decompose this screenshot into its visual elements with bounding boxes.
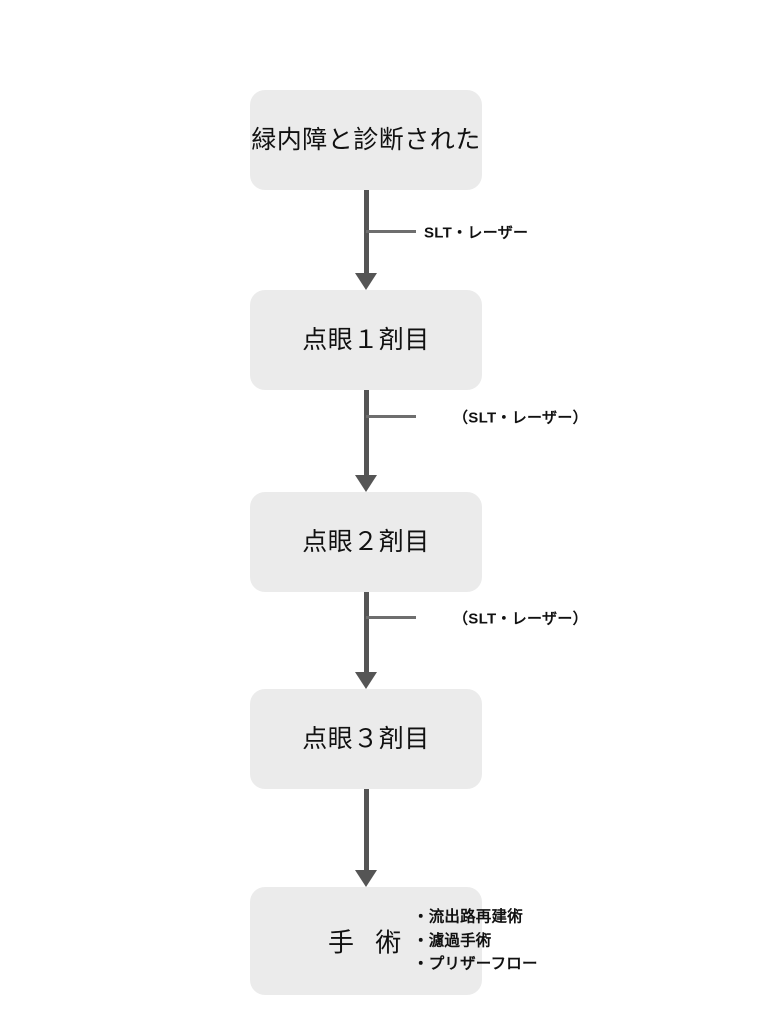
edge-tick-line: [366, 616, 416, 619]
list-item: ・濾過手術: [413, 932, 492, 950]
flow-node-label: 緑内障と診断された: [251, 126, 481, 154]
surgery-node-content: 手 術 ・流出路再建術 ・濾過手術 ・プリザーフロー: [250, 887, 537, 995]
flow-edge-label: （SLT・レーザー）: [453, 409, 588, 427]
edge-tick-line: [366, 230, 416, 233]
flow-node-eyedrop-2: 点眼２剤目: [250, 492, 482, 592]
flow-node-label: 点眼２剤目: [302, 528, 430, 556]
flow-node-eyedrop-3: 点眼３剤目: [250, 689, 482, 789]
flow-edge-drop1-to-drop2: （SLT・レーザー）: [0, 390, 768, 492]
arrow-head-icon: [355, 870, 377, 887]
flow-node-diagnosis: 緑内障と診断された: [250, 90, 482, 190]
flow-edge-diagnosis-to-drop1: SLT・レーザー: [0, 190, 768, 290]
arrow-stem: [364, 789, 369, 870]
flow-node-label: 点眼１剤目: [302, 326, 430, 354]
arrow-head-icon: [355, 475, 377, 492]
edge-tick-line: [366, 415, 416, 418]
flow-node-eyedrop-1: 点眼１剤目: [250, 290, 482, 390]
arrow-head-icon: [355, 273, 377, 290]
flow-edge-drop3-to-surgery: [0, 789, 768, 887]
arrow-stem: [364, 390, 369, 475]
flow-edge-drop2-to-drop3: （SLT・レーザー）: [0, 592, 768, 689]
flow-node-surgery: 手 術 ・流出路再建術 ・濾過手術 ・プリザーフロー: [250, 887, 537, 995]
list-item: ・流出路再建術: [413, 908, 523, 926]
flow-node-label: 手 術: [328, 927, 409, 958]
list-item: ・プリザーフロー: [413, 955, 538, 973]
flow-node-label: 点眼３剤目: [302, 725, 430, 753]
flow-edge-label: SLT・レーザー: [424, 224, 529, 242]
flow-edge-label: （SLT・レーザー）: [453, 610, 588, 628]
surgery-options-list: ・流出路再建術 ・濾過手術 ・プリザーフロー: [413, 906, 538, 977]
arrow-head-icon: [355, 672, 377, 689]
arrow-stem: [364, 592, 369, 672]
